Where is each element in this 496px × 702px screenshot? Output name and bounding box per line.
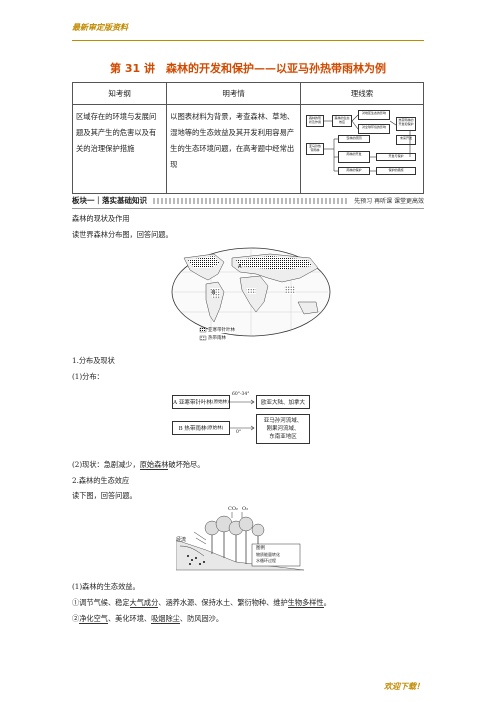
mindmap-node: 亚马孙热带雨林 (306, 143, 324, 155)
eco-label-runoff: 径流 (176, 537, 187, 543)
benefit-line-1: ①调节气候、稳定大气成分、涵养水源、保持水土、繁衍物种、维护生物多样性。 (72, 598, 331, 608)
mindmap-diagram: 森林的现状及作用 森林的生态效应 对地区生态的影响 对全球环境的影响 热带雨林的… (304, 109, 420, 189)
page-title: 第 31 讲 森林的开发和保护——以亚马孙热带雨林为例 (110, 62, 386, 75)
b2-blank-1: 净化空气 (79, 614, 108, 624)
b2-blank-2: 吸烟除尘 (151, 614, 180, 624)
distribution-diagram: A 亚寒带针叶林 (原始林) 60°-34° 欧亚大陆、加拿大 B 热带雨林 (… (172, 392, 312, 448)
mindmap-node: 保护的措施 (376, 167, 416, 175)
item-status: (2)现状：急剧减少，原始森林破坏殆尽。 (72, 460, 204, 470)
status-pre: (2)现状：急剧减少， (72, 460, 140, 469)
intro-header-2: 明考情 (166, 82, 301, 105)
eco-legend-2: 水循环过程 (256, 558, 276, 563)
b1-pre: ①调节气候、稳定 (72, 598, 130, 607)
distribution-connectors (230, 399, 255, 431)
mindmap-node: 毁林的原因 (338, 135, 370, 143)
mindmap-node: 森林的生态效应 (332, 115, 352, 127)
instruction-read-map: 读世界森林分布图，回答问题。 (72, 230, 173, 239)
b2-mid: 、美化环境、 (107, 614, 152, 623)
intro-table: 知考纲 明考情 理线索 区域存在的环境与发展问题及其产生的危害以及有关的治理保护… (71, 82, 424, 194)
header-brand: 最新审定版资料 (72, 23, 128, 32)
b1-blank-1: 大气成分 (129, 598, 159, 608)
legend-label-a: 亚寒带针叶林 (208, 327, 235, 333)
dist-b-type: (原始林) (206, 426, 224, 431)
item-distribution-sub1: (1)分布： (72, 372, 104, 381)
dist-a-region: 欧亚大陆、加拿大 (260, 400, 305, 406)
mindmap-node: 森林的现状及作用 (306, 115, 324, 127)
item-eco-effect: 2.森林的生态效应 (72, 476, 130, 485)
instruction-read-figure: 读下图，回答问题。 (72, 491, 137, 500)
dist-b-region-box: 亚马孙河流域、 刚果河流域、 东南亚地区 (256, 414, 310, 444)
intro-cell-exam: 以图表材料为背景，考查森林、草地、湿地等的生态效益及其开发利用容易产生的生态环境… (166, 104, 301, 194)
section-dotted-fill (153, 197, 349, 204)
footer-text: 欢迎下载！ (384, 682, 424, 691)
dist-a-type: (原始林) (211, 400, 229, 405)
map-marker-a: A (238, 264, 242, 270)
eco-label-o2: O₂ (242, 506, 249, 512)
b2-post: 、防风固沙。 (179, 614, 224, 623)
dist-b-region-3: 东南亚地区 (269, 434, 297, 440)
status-post: 破坏殆尽。 (168, 460, 205, 469)
world-forest-map: A B 亚寒带针叶林 热带雨林 (170, 246, 332, 346)
dist-a-lat: 60°-34° (232, 392, 250, 397)
status-blank: 原始森林 (139, 460, 169, 470)
dist-b-region-1: 亚马孙河流域、 (263, 418, 303, 424)
eco-effect-diagram: CO₂ O₂ 径流 图例 物质能量转化 水循环过程 (175, 506, 305, 572)
intro-cell-mindmap: 森林的现状及作用 森林的生态效应 对地区生态的影响 对全球环境的影响 热带雨林的… (300, 104, 424, 194)
benefit-line-2: ②净化空气、美化环境、吸烟除尘、防风固沙。 (72, 614, 223, 624)
intro-header-3: 理线索 (300, 82, 424, 105)
eco-legend-title: 图例 (256, 546, 265, 551)
mindmap-node: 雨林的开发 (338, 151, 370, 163)
intro-header-1: 知考纲 (71, 82, 168, 105)
world-map-svg: A B (171, 247, 331, 341)
dist-a-label: A 亚寒带针叶林 (173, 400, 212, 406)
dist-b-label: B 热带雨林 (178, 426, 207, 432)
mindmap-node: 未来开发 (396, 135, 416, 145)
section-note: 先预习 再听课 课堂更高效 (354, 198, 424, 205)
item-distribution: 1.分布及现状 (72, 356, 115, 365)
mindmap-node: 对地区生态的影响 (358, 110, 390, 120)
b1-post: 。 (323, 598, 331, 607)
legend-swatch-a (199, 327, 207, 333)
mindmap-node: 开发与保护 (376, 153, 416, 161)
heading-forest-status: 森林的现状及作用 (72, 214, 130, 223)
legend-label-b: 热带雨林 (208, 335, 226, 341)
benefit-title: (1)森林的生态效益。 (72, 582, 140, 591)
dist-a-region-box: 欧亚大陆、加拿大 (256, 395, 310, 409)
intro-cell-syllabus: 区域存在的环境与发展问题及其产生的危害以及有关的治理保护措施 (71, 104, 168, 194)
b2-pre: ② (72, 614, 80, 623)
section-bar: 板块一｜落实基础知识 先预习 再听课 课堂更高效 (72, 193, 424, 209)
mindmap-node: 对全球环境的影响 (358, 124, 390, 134)
dist-b-lat: 0° (236, 430, 242, 435)
map-marker-b: B (212, 290, 216, 296)
dist-b-region-2: 刚果河流域、 (266, 426, 300, 432)
eco-legend-1: 物质能量转化 (256, 552, 280, 557)
b1-blank-2: 生物多样性 (287, 598, 324, 608)
mindmap-node: 雨林的保护 (338, 167, 370, 175)
eco-label-co2: CO₂ (228, 506, 238, 512)
b1-mid: 、涵养水源、保持水土、繁衍物种、维护 (158, 598, 288, 607)
section-title: 板块一｜落实基础知识 (72, 196, 147, 205)
mindmap-node: 热带雨林的开发和保护 (396, 117, 416, 131)
header-rule (72, 40, 424, 41)
legend-swatch-b (199, 335, 207, 341)
eco-effect-svg (175, 512, 305, 571)
